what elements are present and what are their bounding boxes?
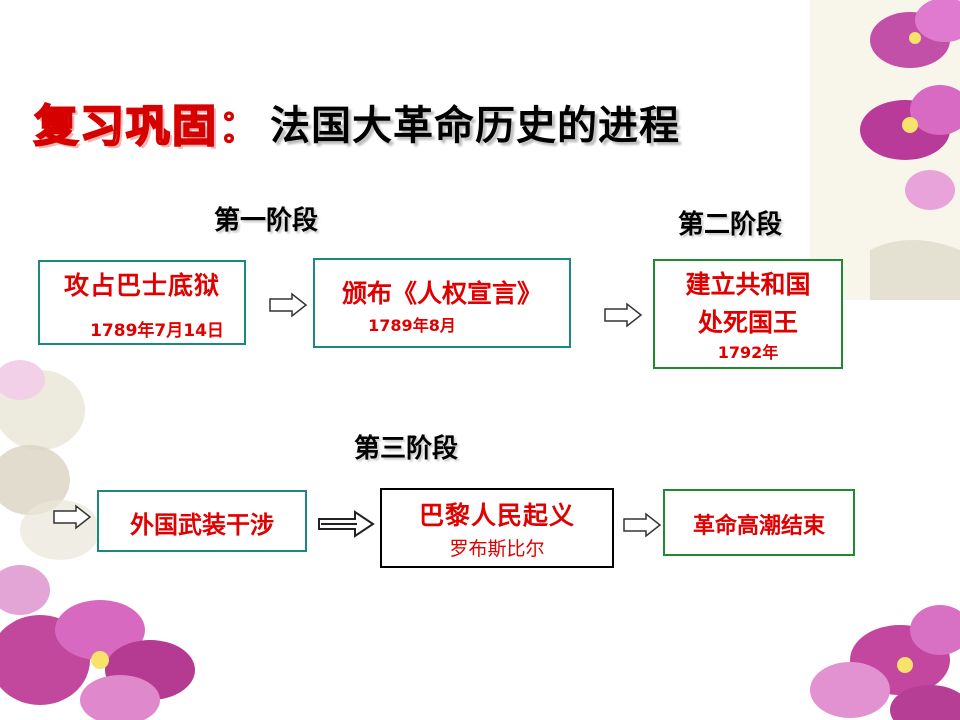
event-intervention-title: 外国武装干涉 xyxy=(130,511,274,539)
event-uprising-box: 巴黎人民起义 罗布斯比尔 xyxy=(380,488,614,568)
arrow-right-icon xyxy=(269,292,308,318)
flower-decoration-left xyxy=(0,360,100,560)
flower-decoration-bottom-right xyxy=(810,605,960,720)
title-main: 法国大革命历史的进程 xyxy=(270,103,680,149)
double-arrow-right-icon xyxy=(318,510,375,538)
event-bastille-date: 1789年7月14日 xyxy=(90,321,224,341)
stage-2-label: 第二阶段 xyxy=(678,210,783,240)
stage-3-label: 第三阶段 xyxy=(354,434,459,464)
arrow-right-icon xyxy=(604,302,643,328)
event-declaration-box: 颁布《人权宣言》 1789年8月 xyxy=(313,258,571,348)
event-declaration-date: 1789年8月 xyxy=(368,316,456,335)
title-prefix: 复习巩固 xyxy=(33,100,218,153)
event-republic-line2: 处死国王 xyxy=(697,308,798,337)
event-uprising-leader: 罗布斯比尔 xyxy=(449,538,545,560)
event-end-title: 革命高潮结束 xyxy=(692,514,825,539)
stage-1-label: 第一阶段 xyxy=(214,206,319,236)
event-republic-box: 建立共和国 处死国王 1792年 xyxy=(653,259,843,369)
arrow-right-icon xyxy=(623,512,662,538)
event-intervention-box: 外国武装干涉 xyxy=(97,490,307,552)
event-uprising-title: 巴黎人民起义 xyxy=(418,501,575,530)
event-declaration-title: 颁布《人权宣言》 xyxy=(341,279,542,308)
flower-decoration-bottom-left xyxy=(0,565,195,720)
title-colon: ： xyxy=(217,100,263,153)
event-bastille-box: 攻占巴士底狱 1789年7月14日 xyxy=(38,260,246,345)
flower-decoration-top-right xyxy=(810,0,960,300)
event-bastille-title: 攻占巴士底狱 xyxy=(63,271,220,300)
event-republic-line1: 建立共和国 xyxy=(685,270,811,299)
event-end-box: 革命高潮结束 xyxy=(663,489,855,556)
event-republic-date: 1792年 xyxy=(717,343,779,362)
page-title: 复习巩固 ： 法国大革命历史的进程 xyxy=(33,90,680,154)
arrow-right-icon xyxy=(53,504,92,530)
